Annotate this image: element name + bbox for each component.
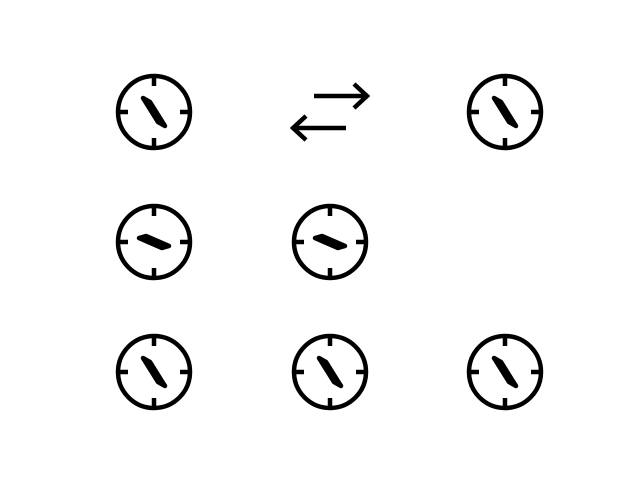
compass-icon [465,72,545,152]
compass-icon [115,73,193,151]
compass-icon [114,202,194,282]
compass-icon [466,333,544,411]
compass-icon [290,332,370,412]
compass-icon [114,72,194,152]
compass-icon [115,203,193,281]
compass-icon [465,332,545,412]
compass-icon [115,333,193,411]
compass-icon [291,333,369,411]
compass-icon [114,332,194,412]
compass-icon [290,202,370,282]
swap-arrows-icon [290,72,370,152]
compass-icon [291,203,369,281]
empty-cell [465,202,545,282]
swap-arrows-icon [290,82,370,142]
compass-icon [466,73,544,151]
